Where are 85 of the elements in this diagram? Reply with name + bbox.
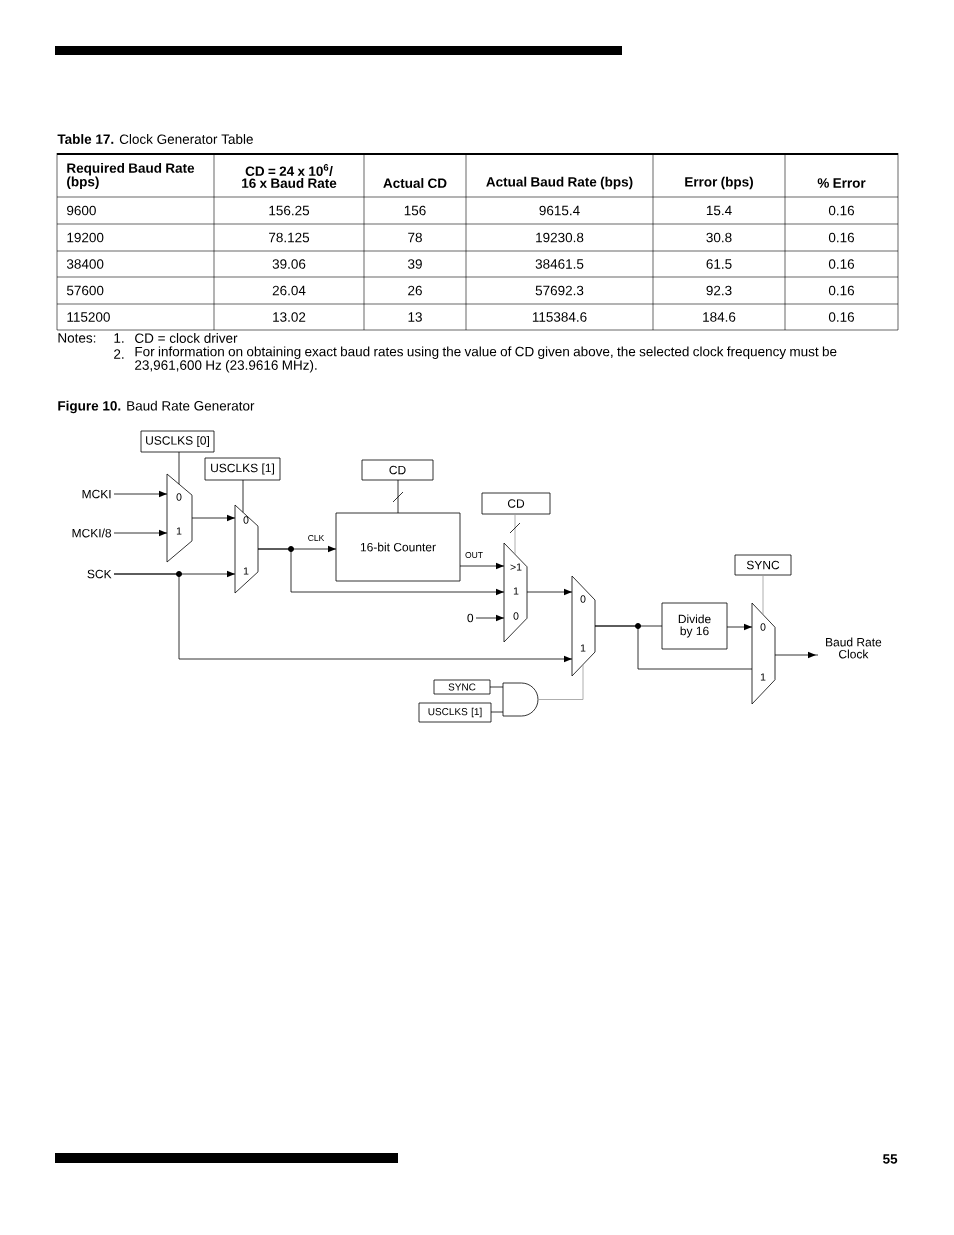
connector: [113, 529, 168, 537]
table-cell: 13: [408, 312, 422, 322]
multiplexer: 0 1: [234, 504, 259, 594]
signal-label: MCKI/8: [72, 528, 112, 538]
label-box: 16-bit Counter: [335, 512, 461, 582]
table-cell: 13.02: [273, 312, 306, 322]
signal-label: 0: [467, 613, 474, 623]
table-cell: 15.4: [706, 205, 732, 216]
header-cell: CD = 24 x 10$^{6}$/ 16 x Baud Rate: [242, 164, 337, 188]
table-cell: 9615.4: [539, 205, 580, 216]
table-cell: 184.6: [703, 312, 736, 322]
multiplexer: 0 1: [751, 602, 776, 705]
connector: [191, 514, 236, 522]
connector: [774, 651, 819, 659]
connector: [459, 562, 505, 570]
connector: [257, 548, 505, 596]
connector: [490, 711, 504, 713]
table-cell: 61.5: [706, 259, 732, 269]
table-cell: 92.3: [706, 285, 732, 296]
label-box: CD: [361, 459, 434, 481]
table-cell: 57692.3: [535, 285, 584, 296]
table-cell: 0.16: [828, 312, 855, 322]
table-cell: 26: [408, 285, 422, 296]
multiplexer: 0 1: [571, 575, 596, 677]
connector: [514, 513, 516, 555]
table-cell: 115384.6: [532, 312, 587, 322]
table-cell: 26.04: [272, 285, 306, 296]
table-cell: 19200: [67, 232, 104, 243]
table-caption: Table 17. Clock Generator Table: [57, 134, 253, 144]
table-cell: 78: [408, 232, 422, 243]
edge-label: CLK: [308, 535, 325, 541]
connector: [475, 614, 505, 622]
table-cell: 19230.8: [536, 232, 584, 243]
header-cell: Actual Baud Rate (bps): [486, 176, 633, 190]
header-cell: Required Baud Rate (bps): [67, 162, 195, 190]
signal-label: Baud Rate Clock: [826, 637, 882, 659]
table-cell: 0.16: [828, 205, 855, 216]
table-cell: 156.25: [269, 205, 310, 216]
note-label: Notes:: [58, 333, 96, 343]
table-cell: 57600: [66, 285, 104, 296]
connector: [526, 588, 573, 596]
header-cell: Error (bps): [685, 176, 753, 190]
signal-label: SCK: [87, 569, 112, 579]
table-cell: 156: [404, 205, 426, 216]
table-cell: 38461.5: [535, 259, 584, 269]
note-number: 2.: [114, 349, 124, 359]
connector: [762, 574, 764, 615]
connector: [537, 664, 584, 700]
connector: [178, 451, 180, 485]
edge-label: OUT: [465, 552, 483, 558]
connector: [397, 479, 399, 514]
table-cell: 39.06: [272, 259, 306, 269]
table-cell: 0.16: [828, 232, 855, 243]
note-text: CD = clock driver: [135, 333, 238, 343]
label-box: Divide by 16: [661, 602, 728, 650]
table-cell: 9600: [67, 205, 96, 216]
table-cell: 0.16: [828, 285, 855, 296]
note-text: For information on obtaining exact baud rates using the value of CD given above, the selected clock frequency must be 23,961,600 Hz (23.9616 MHz).: [135, 346, 837, 373]
note-number: 1.: [114, 333, 124, 343]
connector: [489, 686, 504, 688]
table-cell: 38400: [66, 259, 104, 269]
table-cell: 78.125: [269, 232, 310, 243]
multiplexer: >1 1 0: [503, 542, 528, 643]
connector: [113, 490, 168, 498]
signal-label: MCKI: [82, 489, 111, 499]
page-number: 55: [883, 1154, 898, 1164]
table-cell: 30.8: [706, 232, 732, 243]
and-gate: [502, 682, 539, 717]
multiplexer: 0 1: [166, 473, 193, 563]
table-cell: 0.16: [828, 259, 855, 269]
connector: [594, 625, 753, 670]
header-cell: Actual CD: [383, 178, 447, 188]
label-box: CD: [481, 492, 551, 515]
label-box: USCLKS [0]: [140, 430, 215, 453]
header-cell: % Error: [817, 178, 866, 188]
connector: [113, 573, 573, 663]
table-cell: 39: [408, 259, 422, 269]
label-box: SYNC: [433, 679, 491, 695]
label-box: USCLKS [1]: [418, 702, 492, 723]
figure-caption: Figure 10. Baud Rate Generator: [58, 400, 255, 414]
connector: [242, 479, 244, 513]
label-box: USCLKS [1]: [204, 457, 281, 481]
label-box: SYNC: [734, 554, 792, 576]
table-cell: 115200: [67, 312, 110, 322]
connector: [726, 623, 753, 631]
